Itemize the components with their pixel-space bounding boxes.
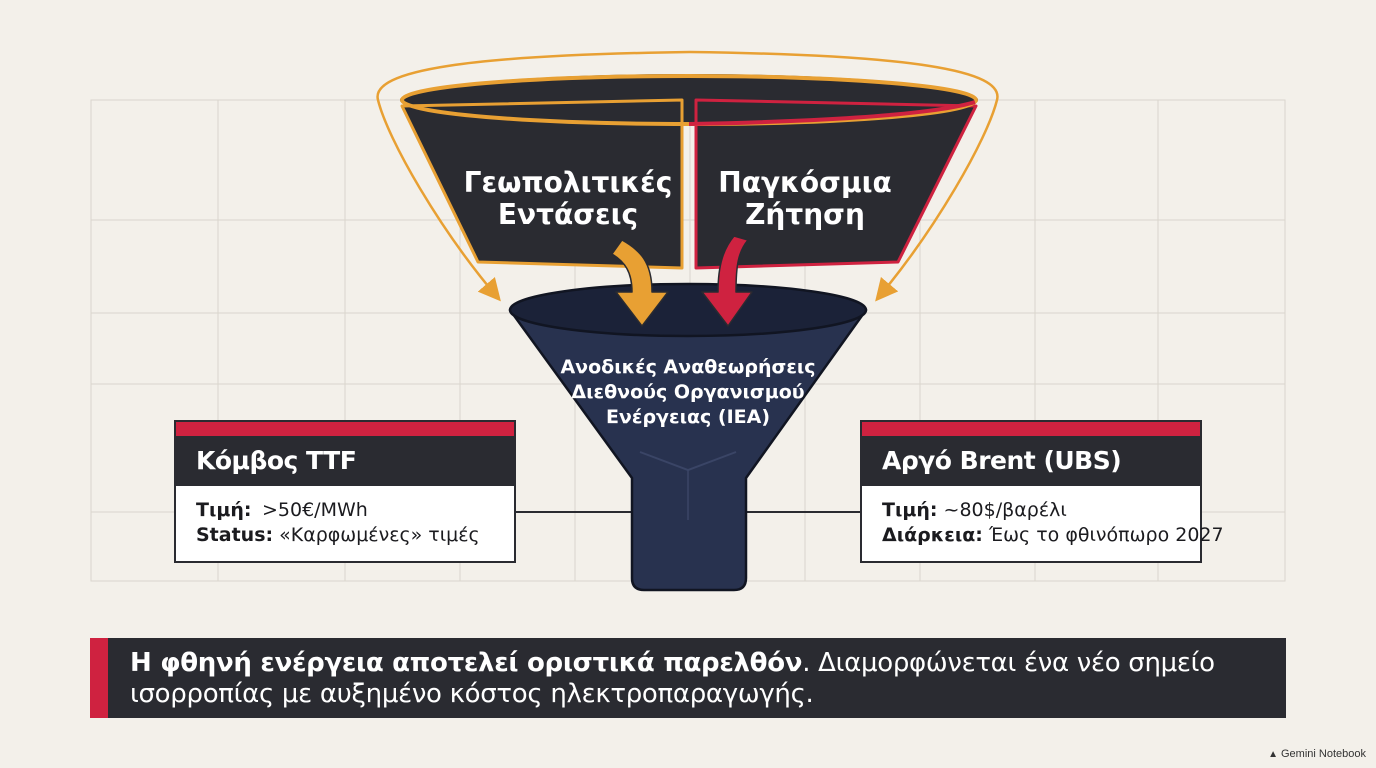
duration-label: Διάρκεια:	[882, 524, 983, 546]
status-value: «Καρφωμένες» τιμές	[279, 524, 480, 546]
duration-value: Έως το φθινόπωρο 2027	[988, 524, 1224, 546]
banner-line2: ισορροπίας με αυξημένο κόστος ηλεκτροπαρ…	[130, 679, 814, 709]
status-row: Status:«Καρφωμένες» τιμές	[196, 523, 494, 548]
funnel-center-line3: Ενέργειας (IEA)	[606, 406, 770, 428]
ttf-hub-card: Κόμβος TTF Τιμή: >50€/MWh Status:«Καρφωμέ…	[174, 420, 516, 563]
price-row: Τιμή: ~80$/βαρέλι	[882, 498, 1180, 523]
top-bowl	[400, 74, 978, 270]
notebook-icon: ▲	[1268, 749, 1278, 760]
right-input-label-line1: Παγκόσμια	[718, 166, 891, 199]
card-title: Κόμβος TTF	[176, 436, 514, 486]
banner-rest-line1: . Διαμορφώνεται ένα νέο σημείο	[802, 648, 1215, 678]
left-input-label-line2: Εντάσεις	[498, 198, 638, 231]
red-input-arrow	[701, 235, 753, 327]
outer-loop-right-arrow	[689, 50, 999, 302]
banner-line1: Η φθηνή ενέργεια αποτελεί οριστικά παρελ…	[130, 648, 1286, 679]
price-label: Τιμή:	[196, 499, 252, 521]
price-row: Τιμή: >50€/MWh	[196, 498, 494, 523]
funnel-body	[508, 282, 868, 592]
card-title: Αργό Brent (UBS)	[862, 436, 1200, 486]
card-accent-bar	[176, 422, 514, 436]
card-body: Τιμή: >50€/MWh Status:«Καρφωμένες» τιμές	[176, 486, 514, 548]
watermark: ▲Gemini Notebook	[1268, 748, 1366, 760]
duration-row: Διάρκεια: Έως το φθινόπωρο 2027	[882, 523, 1224, 548]
outer-loop-left-arrow	[376, 50, 691, 302]
right-input-label-line2: Ζήτηση	[745, 198, 865, 231]
orange-input-arrow	[611, 239, 669, 327]
banner-bold-text: Η φθηνή ενέργεια αποτελεί οριστικά παρελ…	[130, 648, 803, 678]
funnel-center-line1: Ανοδικές Αναθεωρήσεις	[560, 356, 815, 378]
card-body: Τιμή: ~80$/βαρέλι Διάρκεια: Έως το φθινό…	[862, 486, 1224, 548]
status-label: Status:	[196, 524, 274, 546]
conclusion-banner: Η φθηνή ενέργεια αποτελεί οριστικά παρελ…	[90, 638, 1286, 718]
funnel-center-line2: Διεθνούς Οργανισμού	[571, 381, 804, 403]
price-value: ~80$/βαρέλι	[943, 499, 1067, 521]
left-input-label-line1: Γεωπολιτικές	[464, 166, 673, 199]
price-value: >50€/MWh	[262, 499, 368, 521]
price-label: Τιμή:	[882, 499, 938, 521]
watermark-text: Gemini Notebook	[1281, 748, 1366, 760]
card-accent-bar	[862, 422, 1200, 436]
brent-crude-card: Αργό Brent (UBS) Τιμή: ~80$/βαρέλι Διάρκ…	[860, 420, 1224, 563]
